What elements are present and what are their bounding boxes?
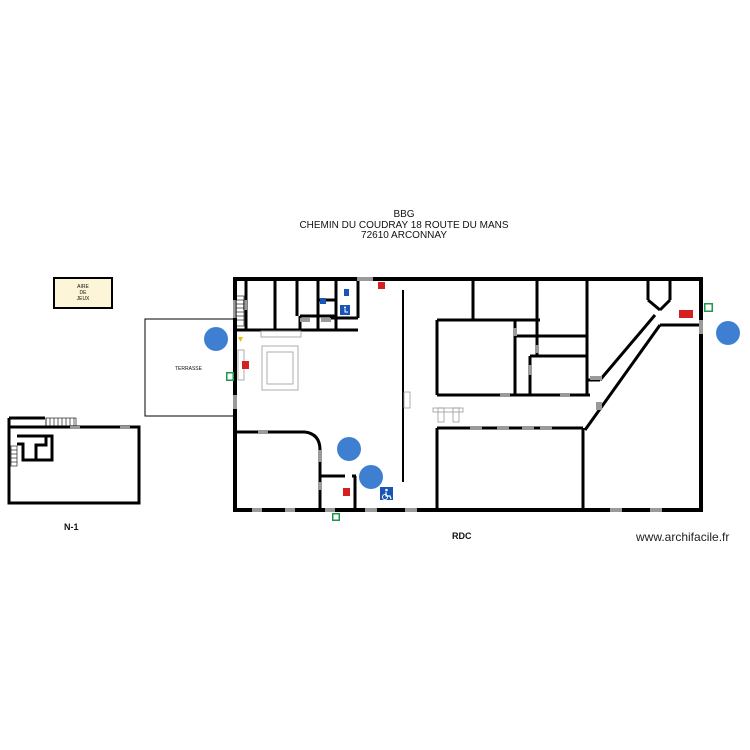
ground-floor-walls — [233, 277, 703, 512]
play-area-label-line2: DE — [79, 290, 87, 296]
site-name: BBG — [393, 209, 415, 220]
furniture — [237, 330, 464, 423]
stairs-top-left — [235, 295, 245, 327]
basement-stairs — [10, 417, 77, 467]
play-area-label-line1: AIRE — [77, 284, 89, 290]
wheelchair-icon — [340, 305, 393, 501]
terrace-label: TERRASSE — [175, 366, 202, 372]
right-rooms — [435, 279, 701, 510]
level-label-rdc: RDC — [452, 531, 472, 541]
door-openings — [233, 277, 703, 512]
site-postal-city: 72610 ARCONNAY — [361, 230, 447, 241]
play-area-label: AIRE DE JEUX — [54, 284, 112, 302]
brand-watermark: www.archifacile.fr — [636, 530, 730, 544]
level-label-n1: N-1 — [64, 522, 79, 532]
electric-panel-icon — [238, 289, 349, 342]
site-address: CHEMIN DU COUDRAY 18 ROUTE DU MANS — [299, 220, 509, 231]
emergency-exit-icon — [226, 303, 713, 521]
basement-openings — [70, 426, 130, 429]
play-area-label-line3: JEUX — [76, 296, 90, 302]
basement-level-plan — [7, 416, 141, 505]
play-area — [53, 277, 113, 309]
fire-alarm-icon — [242, 282, 693, 496]
extinguisher-icon — [204, 321, 740, 489]
interior-walls — [235, 279, 360, 510]
